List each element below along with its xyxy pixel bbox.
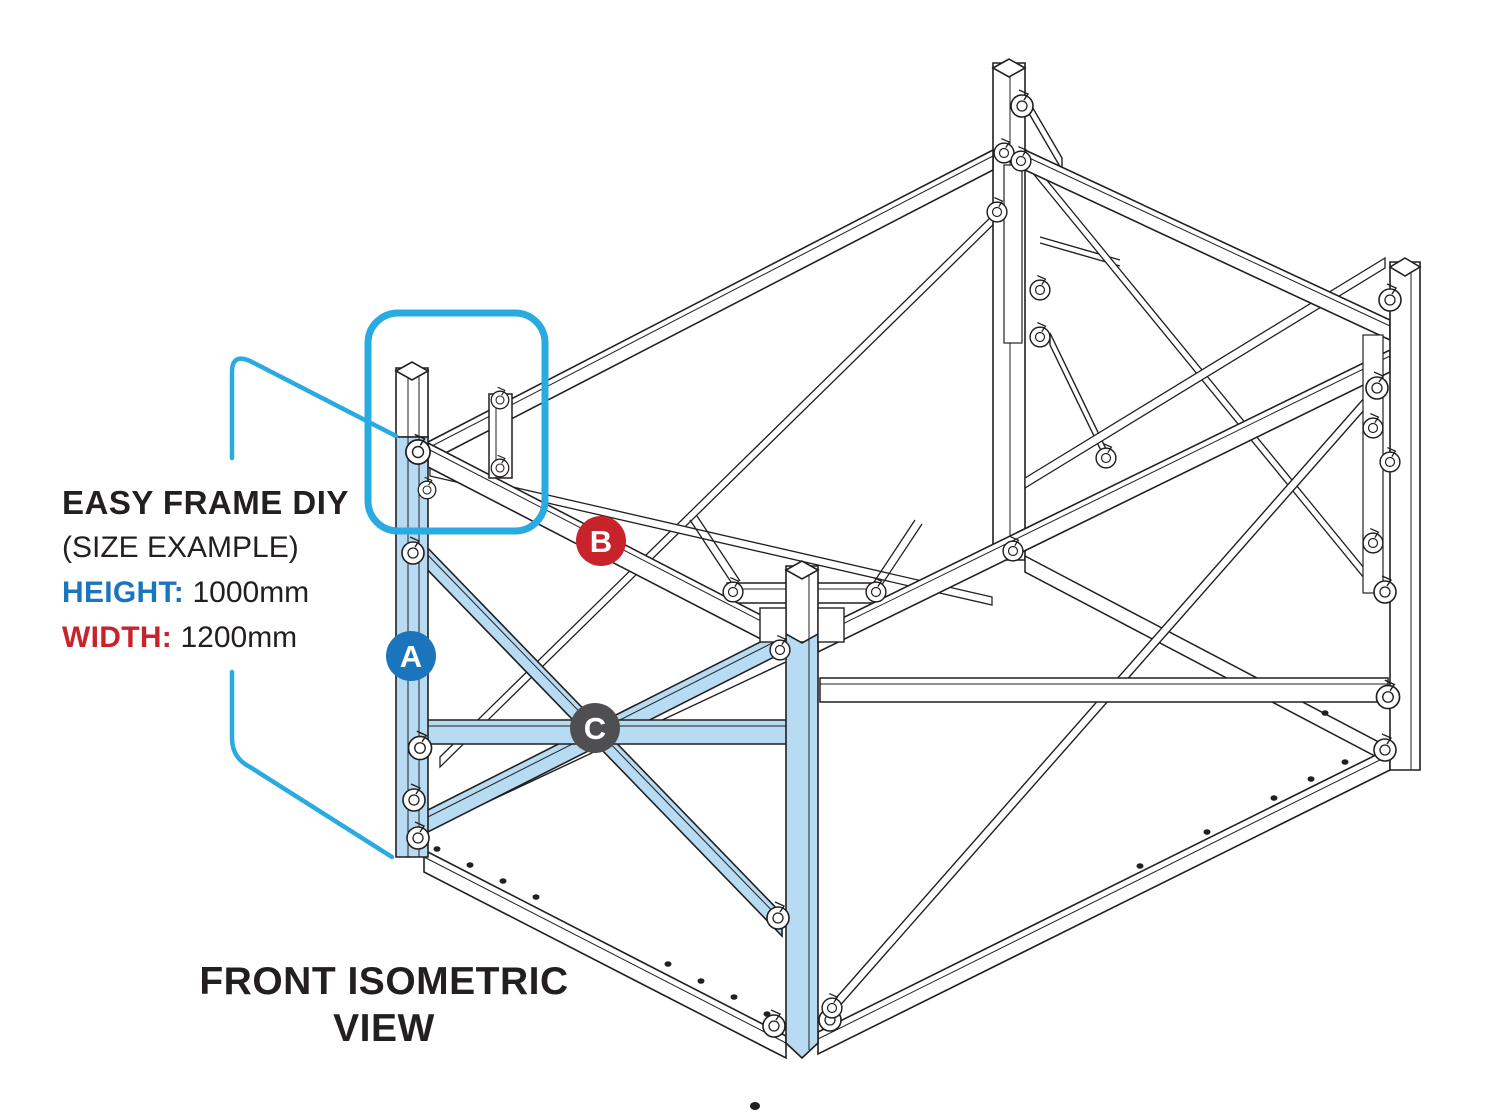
view-caption-line1: FRONT ISOMETRIC: [199, 960, 569, 1003]
leader-line-top: [229, 356, 399, 461]
view-caption-line2: VIEW: [333, 1007, 435, 1050]
highlighted-left-post: [394, 361, 430, 858]
spec-height: HEIGHT: 1000mm: [62, 570, 349, 615]
badge-b: B: [576, 516, 626, 566]
badge-b-letter: B: [590, 524, 612, 559]
back-braces: [429, 206, 1001, 769]
spec-width-label: WIDTH:: [62, 621, 173, 654]
info-panel: EASY FRAME DIY (SIZE EXAMPLE) HEIGHT: 10…: [62, 480, 349, 660]
leader-line-bottom: [229, 669, 395, 860]
view-caption: FRONT ISOMETRIC VIEW: [134, 958, 634, 1052]
front-left-bottom-beam: [423, 846, 787, 1060]
info-subtitle: (SIZE EXAMPLE): [62, 531, 299, 564]
clamp-fittings: [401, 89, 1402, 1038]
spec-height-value: 1000mm: [192, 576, 310, 609]
badge-c-letter: C: [584, 711, 606, 746]
spec-width: WIDTH: 1200mm: [62, 615, 349, 660]
callout-group: [229, 309, 549, 860]
badge-a-letter: A: [400, 639, 422, 674]
badge-c: C: [570, 703, 620, 753]
top-rear-beams: [427, 148, 1391, 464]
right-face-beams: [817, 348, 1391, 1056]
info-title: EASY FRAME DIY: [62, 484, 349, 521]
part-badges: A B C: [386, 516, 626, 753]
bottom-mark: [750, 1102, 760, 1110]
back-post: [991, 58, 1121, 561]
highlighted-front-post: [759, 560, 845, 1060]
badge-a: A: [386, 631, 436, 681]
spec-width-value: 1200mm: [180, 621, 298, 654]
spec-height-label: HEIGHT:: [62, 576, 185, 609]
